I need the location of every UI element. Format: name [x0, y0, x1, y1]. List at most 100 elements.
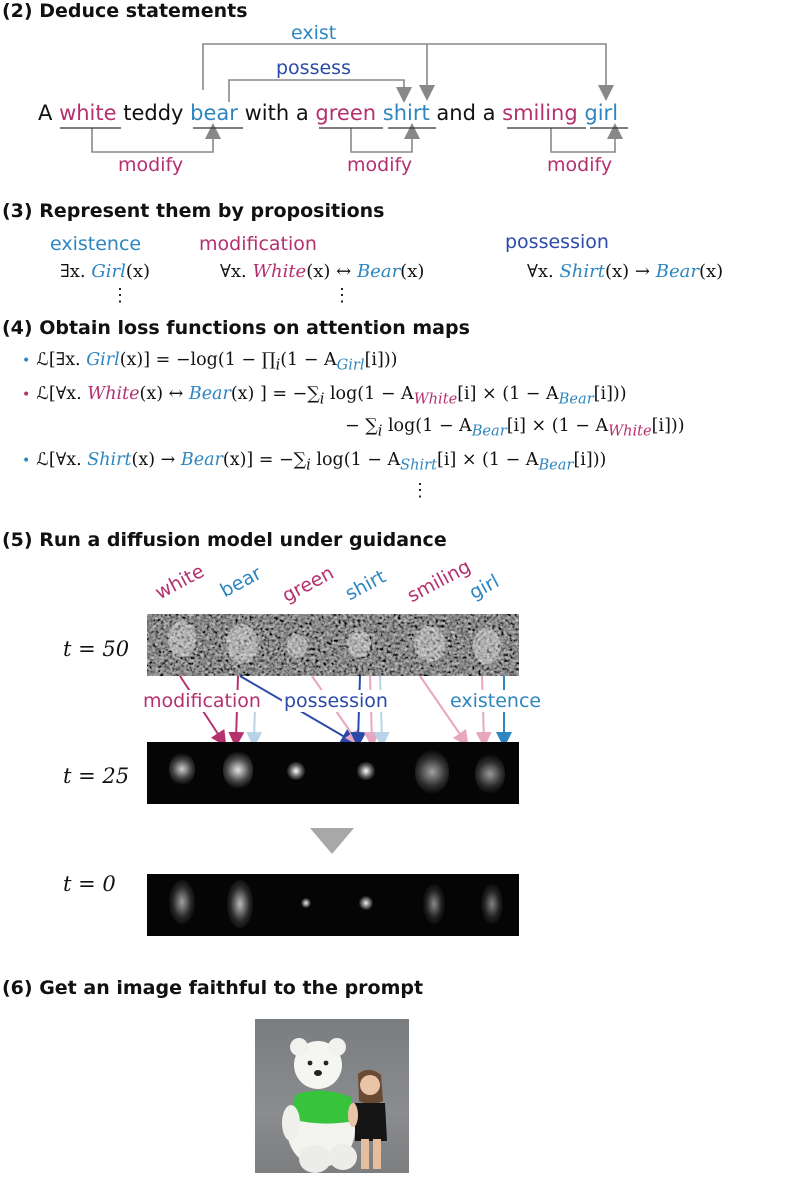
subscript: i: [377, 422, 383, 440]
formula-text: (x) ] = −∑: [230, 384, 320, 404]
token-smiling: smiling: [403, 555, 475, 607]
subscript-white: White: [413, 390, 458, 408]
formula-text: [i])): [364, 350, 398, 370]
word-girl: girl: [584, 101, 619, 125]
word-smiling: smiling: [502, 101, 578, 125]
generated-image: [255, 1019, 409, 1173]
word-with-a: with a: [244, 101, 309, 125]
formula-text: log(1 − A: [324, 384, 414, 404]
step5-title: (5) Run a diffusion model under guidance: [2, 529, 447, 551]
ellipsis-2: ⋮: [333, 285, 351, 306]
formula-text: (x): [698, 261, 724, 282]
modify-arrow-1: [91, 123, 221, 153]
blob-bear-t0: [227, 880, 253, 928]
subscript: i: [306, 456, 311, 474]
formula-text: (1 − A: [280, 350, 337, 370]
pred-shirt: Shirt: [559, 261, 605, 282]
formula-text: ℒ[∃x.: [36, 350, 87, 370]
formula-text: (x)] = −log(1 − ∏: [119, 350, 276, 370]
token-white: white: [151, 560, 208, 604]
pred-girl: Girl: [91, 261, 126, 282]
existence-formula: ∃x. Girl(x): [60, 261, 150, 282]
formula-text: ∀x.: [527, 261, 560, 282]
formula-text: (x) →: [131, 450, 181, 470]
modification-label: modification: [199, 233, 317, 255]
ellipsis-1: ⋮: [111, 285, 129, 306]
modify-label-1: modify: [118, 154, 184, 176]
subscript: i: [275, 356, 281, 374]
formula-text: (x): [400, 261, 425, 282]
pred-bear: Bear: [655, 261, 699, 282]
formula-text: [i] × (1 − A: [457, 384, 559, 404]
attention-maps-t25: [147, 742, 519, 804]
token-bear: bear: [216, 562, 266, 602]
token-shirt: shirt: [341, 565, 390, 605]
blob-green: [287, 762, 305, 780]
attention-maps-t50: [147, 614, 519, 676]
word-and-a: and a: [436, 101, 496, 125]
word-teddy: teddy: [123, 101, 184, 125]
formula-text: (x)] = −∑: [222, 450, 307, 470]
noise-texture: [147, 614, 519, 676]
attention-maps-t0: [147, 874, 519, 936]
pred-white: White: [87, 384, 140, 404]
word-bear: bear: [190, 101, 238, 125]
blob-shirt: [357, 762, 375, 780]
t50-label: t = 50: [63, 637, 130, 661]
modification-arrow-label: modification: [141, 690, 263, 712]
t25-label: t = 25: [63, 764, 130, 788]
subscript-bear: Bear: [558, 390, 594, 408]
existence-arrow-label: existence: [448, 690, 544, 712]
exist-arrow: [202, 43, 614, 101]
subscript-bear: Bear: [538, 456, 574, 474]
formula-text: ∀x.: [220, 261, 253, 282]
bullet: •: [22, 453, 31, 469]
word-white: white: [59, 101, 117, 125]
possess-label: possess: [276, 57, 351, 79]
formula-text: log(1 − A: [382, 416, 472, 436]
token-green: green: [278, 561, 338, 607]
possess-arrow: [228, 79, 412, 103]
formula-text: [i])): [573, 450, 607, 470]
modification-formula: ∀x. White(x) ↔ Bear(x): [220, 261, 424, 282]
bullet: •: [22, 387, 31, 403]
formula-text: ℒ[∀x.: [36, 384, 88, 404]
blob-bear: [223, 750, 253, 790]
t0-label: t = 0: [63, 872, 116, 896]
subscript-white: White: [608, 422, 652, 440]
loss-existence: •ℒ[∃x. Girl(x)] = −log(1 − ∏i(1 − AGirl[…: [22, 350, 398, 374]
bullet: •: [22, 353, 31, 369]
blob-white-t0: [169, 880, 195, 924]
word-shirt: shirt: [382, 101, 430, 125]
formula-text: (x): [125, 261, 151, 282]
guidance-arrows: [179, 675, 512, 748]
word-a: A: [38, 101, 53, 125]
modify-label-3: modify: [547, 154, 613, 176]
arrow-lightpink-3: [419, 675, 469, 747]
step2-title: (2) Deduce statements: [2, 0, 248, 22]
possession-formula: ∀x. Shirt(x) → Bear(x): [527, 261, 723, 282]
subscript-bear: Bear: [471, 422, 507, 440]
blob-white: [169, 752, 195, 786]
step6-title: (6) Get an image faithful to the prompt: [2, 977, 424, 999]
step3-title: (3) Represent them by propositions: [2, 200, 385, 222]
existence-label: existence: [50, 233, 142, 255]
subscript-girl: Girl: [336, 356, 365, 374]
blob-smiling-t0: [423, 884, 445, 924]
loss-modification-2: − ∑i log(1 − ABear[i] × (1 − AWhite[i])): [345, 416, 685, 440]
pred-bear: Bear: [180, 450, 223, 470]
formula-text: log(1 − A: [310, 450, 401, 470]
down-triangle-icon: [310, 828, 354, 854]
possession-label: possession: [505, 231, 609, 253]
formula-text: [i] × (1 − A: [437, 450, 539, 470]
subscript: i: [319, 390, 325, 408]
formula-text: [i])): [651, 416, 685, 436]
loss-modification: •ℒ[∀x. White(x) ↔ Bear(x) ] = −∑i log(1 …: [22, 384, 627, 408]
blob-girl: [475, 754, 505, 794]
formula-text: ∃x.: [60, 261, 92, 282]
formula-text: (x) ↔: [139, 384, 189, 404]
pred-girl: Girl: [86, 350, 120, 370]
pred-bear: Bear: [188, 384, 231, 404]
word-green: green: [315, 101, 377, 125]
teddy-bear-girl-illustration: [282, 1038, 387, 1173]
